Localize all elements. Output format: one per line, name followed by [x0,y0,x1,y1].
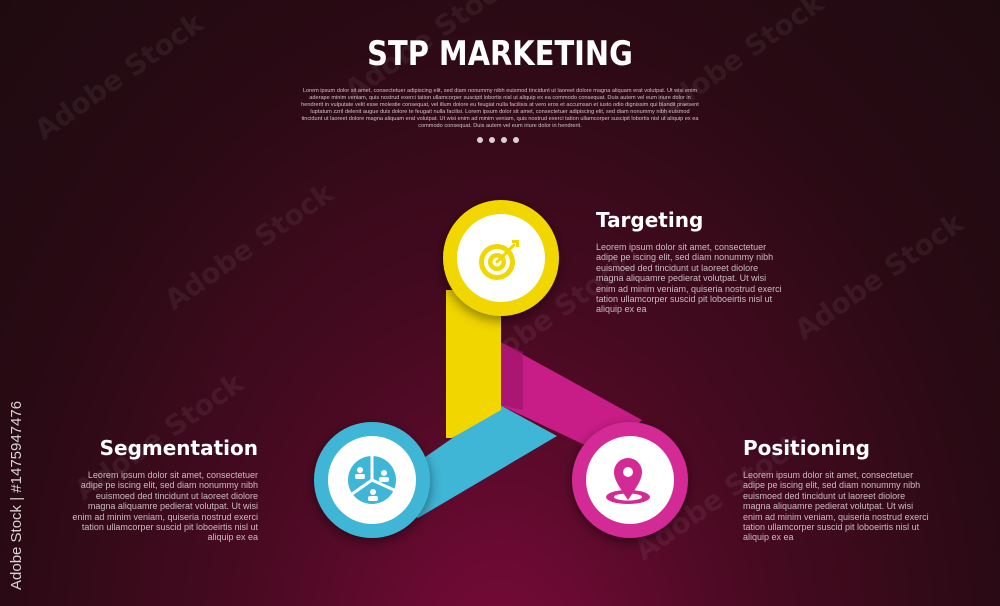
pagination-dot [489,137,495,143]
positioning-node [572,422,688,538]
segmentation-heading: Segmentation [99,436,258,460]
pagination-dot [513,137,519,143]
target-icon [479,240,519,280]
stock-id-label: Adobe Stock | #1475947476 [8,400,25,590]
segmentation-node [314,422,430,538]
positioning-arm-shade [500,342,523,410]
positioning-arm [500,342,642,455]
segmentation-description: Leorem ipsum dolor sit amet, consectetue… [72,470,258,543]
positioning-description: Leorem ipsum dolor sit amet, consectetue… [743,470,929,543]
pagination-dot [477,137,483,143]
positioning-heading: Positioning [743,436,870,460]
targeting-heading: Targeting [596,208,704,232]
pagination-dot [501,137,507,143]
page-subtitle: Lorem ipsum dolor sit amet, consectetuer… [301,88,699,129]
pagination-dots [477,137,519,143]
page-title: STP MARKETING [367,34,633,74]
targeting-node [443,200,559,316]
location-pin-icon [606,458,650,504]
targeting-arm [446,290,501,438]
targeting-description: Leorem ipsum dolor sit amet, consectetue… [596,242,782,315]
pie-chart-users-icon [348,456,396,504]
